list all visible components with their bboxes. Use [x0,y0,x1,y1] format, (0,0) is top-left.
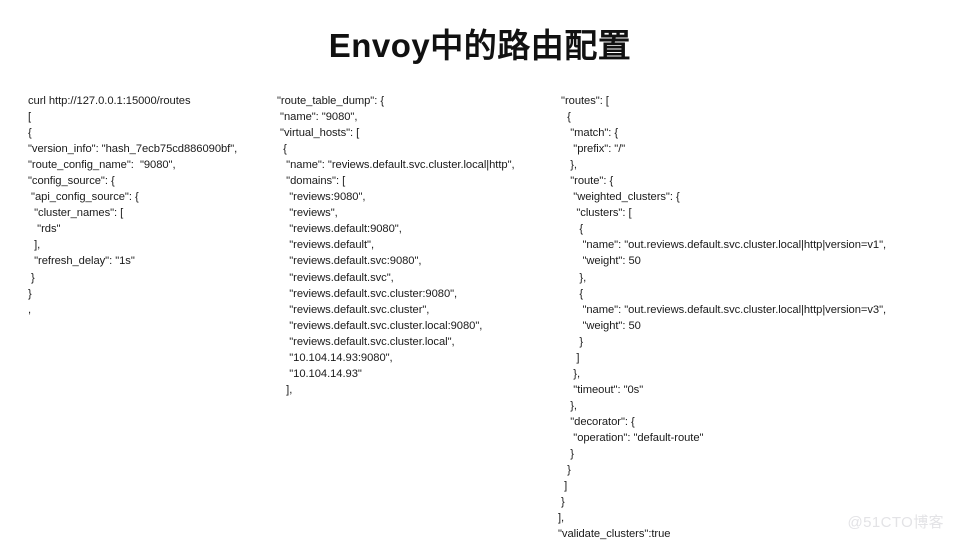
code-line: "reviews.default.svc.cluster.local", [277,335,455,348]
code-line: "rds" [28,223,61,236]
code-line: } [558,448,574,461]
code-column-middle: "route_table_dump": { "name": "9080", "v… [277,93,515,398]
code-line: } [558,464,571,477]
code-line: "route_config_name": "9080", [28,159,176,172]
code-line: "10.104.14.93" [277,367,362,380]
code-column-right: "routes": [ { "match": { "prefix": "/" }… [558,93,886,542]
code-line: , [28,303,32,316]
code-line: curl http://127.0.0.1:15000/routes [28,95,191,107]
code-line: "operation": "default-route" [558,431,704,444]
code-line: ] [558,480,568,493]
code-line: "reviews.default.svc:9080", [277,255,422,268]
code-line: ], [28,239,41,252]
code-line: "refresh_delay": "1s" [28,255,135,268]
code-line: } [558,496,565,509]
code-line: "prefix": "/" [558,143,626,156]
code-line: "reviews.default", [277,239,375,252]
code-line: "version_info": "hash_7ecb75cd886090bf", [28,143,238,156]
code-line: "cluster_names": [ [28,207,124,220]
code-line: "reviews.default:9080", [277,223,402,236]
code-line: "timeout": "0s" [558,383,644,396]
code-line: "name": "out.reviews.default.svc.cluster… [558,239,887,252]
code-line: "reviews:9080", [277,191,366,204]
code-line: "reviews.default.svc.cluster.local:9080"… [277,319,483,332]
code-line: { [28,127,32,140]
code-line: "weighted_clusters": { [558,191,680,204]
code-line: "reviews.default.svc.cluster:9080", [277,287,458,300]
code-line: "config_source": { [28,175,115,188]
code-line: [ [28,111,32,124]
code-line: "match": { [558,127,619,140]
code-line: "decorator": { [558,415,635,428]
code-line: { [558,287,584,300]
code-line: "name": "9080", [277,111,358,124]
code-line: "domains": [ [277,175,346,188]
code-line: "name": "reviews.default.svc.cluster.loc… [277,159,515,172]
code-line: "10.104.14.93:9080", [277,351,393,364]
code-line: { [277,143,287,156]
code-line: } [558,335,584,348]
code-line: "virtual_hosts": [ [277,127,360,140]
code-line: }, [558,367,581,380]
page-title: Envoy中的路由配置 [328,27,632,64]
code-line: "reviews.default.svc", [277,271,394,284]
code-line: }, [558,271,587,284]
code-line: ] [558,351,580,364]
watermark-label: @51CTO博客 [847,514,944,531]
code-line: } [28,287,32,300]
code-line: }, [558,399,577,412]
code-line: }, [558,159,577,172]
code-line: "reviews.default.svc.cluster", [277,303,430,316]
code-line: } [28,271,35,284]
code-line: "routes": [ [558,95,609,107]
code-line: ], [558,512,565,525]
code-line: { [558,111,571,124]
code-column-left: curl http://127.0.0.1:15000/routes [ { "ver… [28,93,237,318]
code-line: "reviews", [277,207,338,220]
code-line: "api_config_source": { [28,191,139,204]
code-line: "weight": 50 [558,255,641,268]
code-line: "clusters": [ [558,207,632,220]
code-line: "validate_clusters":true [558,528,671,541]
code-line: { [558,223,584,236]
code-line: "route_table_dump": { [277,95,385,107]
code-line: ], [277,383,293,396]
code-line: "name": "out.reviews.default.svc.cluster… [558,303,887,316]
code-line: "weight": 50 [558,319,641,332]
code-line: "route": { [558,175,614,188]
